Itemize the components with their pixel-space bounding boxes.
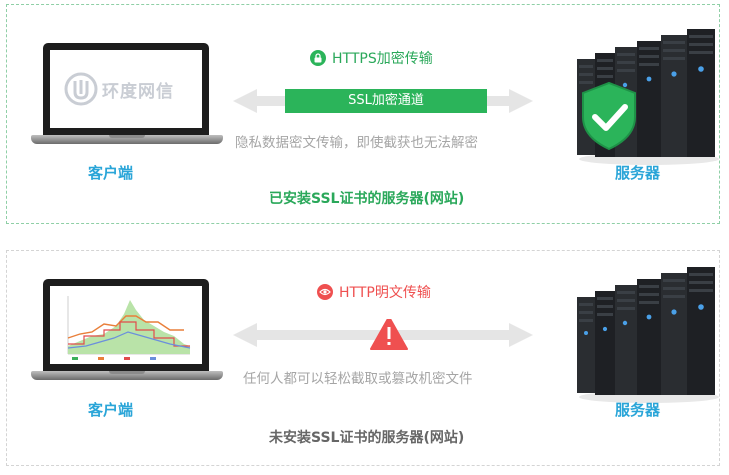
laptop-base (31, 371, 223, 380)
http-protocol-label: HTTP明文传输 (317, 282, 431, 302)
secure-panel: 环度网信 客户端 HTTPS加密传输 SSL加密通道 隐私数据密文传输，即使截获… (6, 4, 720, 224)
eye-icon (317, 284, 333, 300)
laptop-base (31, 135, 223, 144)
laptop-screen-insecure (50, 286, 202, 364)
secure-footer: 已安装SSL证书的服务器(网站) (269, 191, 465, 207)
https-protocol-text: HTTPS加密传输 (332, 51, 433, 67)
insecure-panel: 客户端 HTTP明文传输 任何人都可以轻松截取或篡改机密文件 未安装SSL证书的… (6, 250, 720, 466)
laptop-notch (109, 371, 145, 374)
secure-description: 隐私数据密文传输，即使截获也无法解密 (235, 135, 478, 151)
brand-logo-text: 环度网信 (102, 82, 174, 102)
client-laptop-insecure (31, 279, 223, 397)
insecure-bidirectional-arrow (233, 319, 533, 350)
ssl-channel-bar: SSL加密通道 (285, 89, 487, 113)
line-chart-illustration (67, 296, 191, 360)
http-protocol-text: HTTP明文传输 (339, 285, 431, 301)
insecure-server-label: 服务器 (615, 401, 661, 419)
client-laptop: 环度网信 (31, 43, 223, 161)
insecure-description: 任何人都可以轻松截取或篡改机密文件 (243, 371, 473, 387)
laptop-screen: 环度网信 (50, 50, 202, 128)
laptop-screen-frame: 环度网信 (43, 43, 209, 135)
brand-logo-icon (64, 72, 98, 106)
insecure-client-label: 客户端 (88, 401, 134, 419)
insecure-footer: 未安装SSL证书的服务器(网站) (269, 430, 465, 446)
lock-icon (310, 50, 326, 66)
laptop-screen-frame (43, 279, 209, 371)
warning-icon (370, 319, 408, 350)
secure-server-label: 服务器 (615, 164, 661, 182)
https-protocol-label: HTTPS加密传输 (310, 48, 433, 68)
shield-check-icon (582, 81, 636, 151)
secure-client-label: 客户端 (88, 164, 134, 182)
secure-server-rack (577, 29, 719, 165)
insecure-server-rack (577, 267, 719, 403)
laptop-notch (109, 135, 145, 138)
